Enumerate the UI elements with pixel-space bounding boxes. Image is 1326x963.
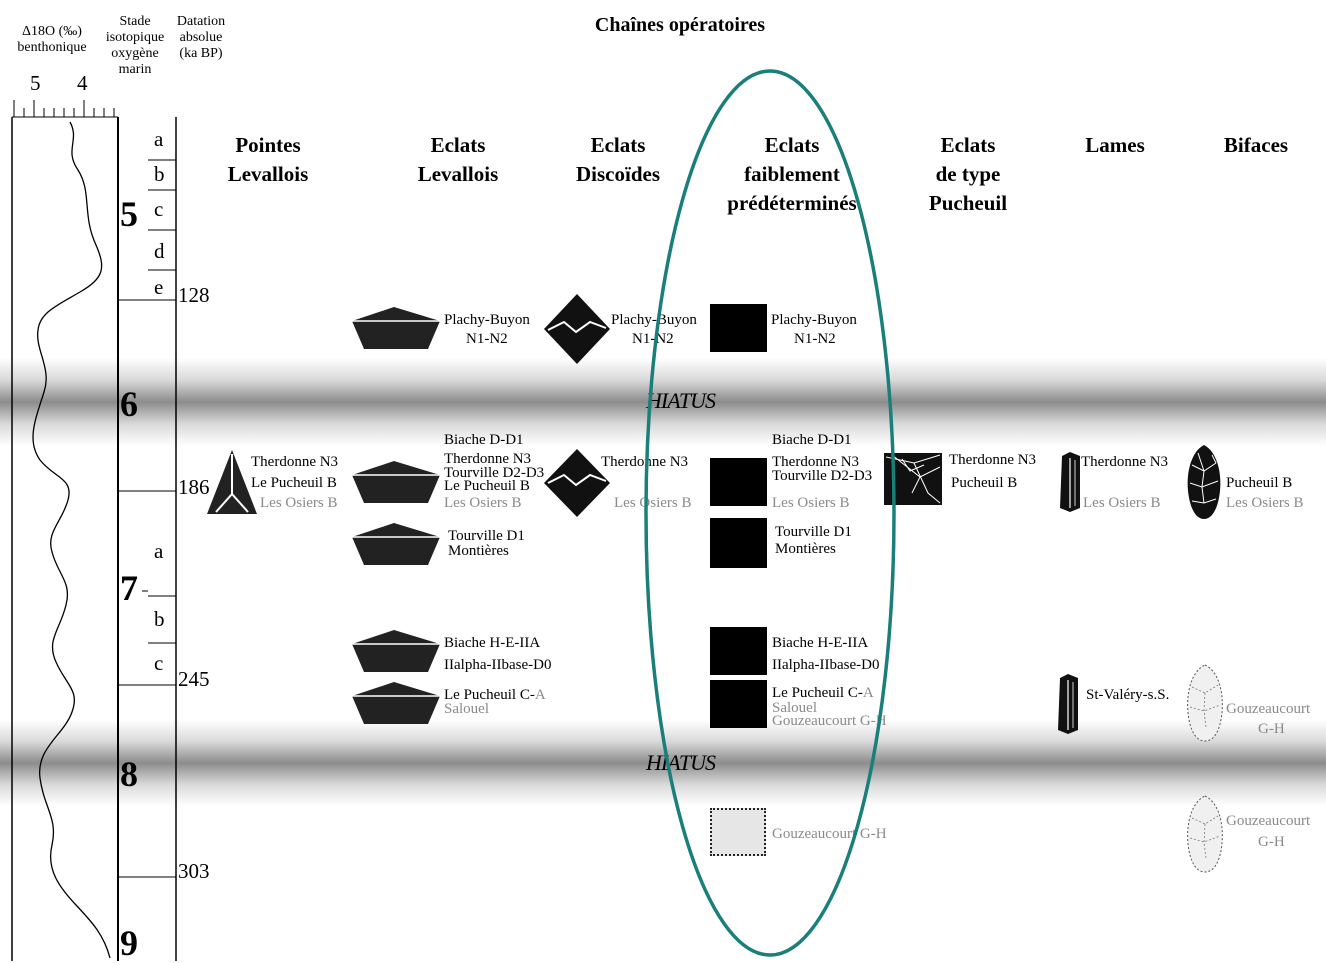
site-gouzeaucourt-faible-8: Gouzeaucourt G-H (772, 826, 887, 842)
site-salouel-levallois: Salouel (444, 701, 489, 717)
site-les-osiers-b-lames: Les Osiers B (1083, 495, 1161, 511)
scale-label-5: 5 (30, 71, 41, 95)
col-lames: Lames (1085, 133, 1145, 157)
levallois-flake-icon-plachy (352, 307, 440, 349)
site-biache-d-levallois: Biache D-D1 (444, 432, 524, 448)
site-tourville-d2d3-levallois: Tourville D2-D3 (444, 465, 545, 481)
scale-label-4: 4 (77, 71, 88, 95)
site-le-pucheuil-c-faible: Le Pucheuil C-A (772, 685, 874, 701)
substage-5b: b (154, 162, 165, 186)
substage-7a: a (154, 539, 164, 563)
site-plachy-levallois: Plachy-Buyon (444, 312, 530, 328)
substage-7c: c (154, 651, 164, 675)
site-plachy-discoide: Plachy-Buyon (611, 312, 697, 328)
isotope-stage-framework (11, 100, 177, 961)
stage-9: 9 (120, 923, 138, 963)
levallois-flake-icon-pucheuil-c (352, 682, 440, 724)
substage-5d: d (154, 239, 165, 263)
substage-5c: c (154, 197, 164, 221)
site-tourville-d1-levallois: Tourville D1 (448, 528, 525, 544)
site-ialpha-levallois: IIalpha-IIbase-D0 (444, 657, 552, 673)
site-gouzeaucourt-bifaces-7: Gouzeaucourt (1226, 701, 1311, 717)
site-n1n2-faible: N1-N2 (794, 331, 836, 347)
site-pucheuil-b-pucheuil: Pucheuil B (951, 475, 1018, 491)
substage-5a: a (154, 127, 164, 151)
site-biache-h-levallois: Biache H-E-IIA (444, 635, 541, 651)
biface-icon-gouzeaucourt-7 (1187, 664, 1223, 742)
delta-header: Δ18O (‰) benthonique (17, 24, 87, 55)
blade-icon-st-valery (1058, 674, 1078, 734)
hiatus-label-8: HIATUS (646, 750, 716, 775)
site-therdonne-pointes: Therdonne N3 (251, 454, 339, 470)
site-biache-d-faible: Biache D-D1 (772, 432, 852, 448)
site-le-pucheuil-c-levallois: Le Pucheuil C-A (444, 687, 546, 703)
levallois-flake-icon-biache (352, 461, 440, 503)
weakly-predetermined-square-tourville (710, 518, 767, 568)
age-186: 186 (178, 475, 210, 499)
site-st-valery-lames: St-Valéry-s.S. (1086, 687, 1170, 703)
site-therdonne-pucheuil: Therdonne N3 (949, 452, 1037, 468)
site-therdonne-discoide: Therdonne N3 (601, 454, 689, 470)
stade-header: Stade isotopique oxygène marin (105, 14, 165, 77)
site-therdonne-levallois: Therdonne N3 (444, 451, 532, 467)
site-n1n2-discoide: N1-N2 (632, 331, 674, 347)
levallois-flake-icon-biache-h (352, 630, 440, 672)
site-le-pucheuil-b-pointes: Le Pucheuil B (251, 475, 337, 491)
site-le-pucheuil-b-levallois: Le Pucheuil B (444, 478, 530, 494)
site-gouzeaucourt-faible-7: Gouzeaucourt G-H (772, 713, 887, 729)
site-tourville-d1-faible: Tourville D1 (775, 524, 852, 540)
stage-7: 7 (120, 568, 138, 608)
site-biache-h-faible: Biache H-E-IIA (772, 635, 869, 651)
age-245: 245 (178, 667, 210, 691)
pucheuil-flake-icon (884, 453, 942, 505)
stage-5: 5 (120, 194, 138, 234)
stage-6: 6 (120, 384, 138, 424)
substage-7b: b (154, 607, 165, 631)
col-bifaces: Bifaces (1223, 133, 1289, 157)
age-128: 128 (178, 283, 210, 307)
site-n1n2-levallois: N1-N2 (466, 331, 508, 347)
substage-5e: e (154, 275, 164, 299)
site-tourville-d2d3-faible: Tourville D2-D3 (772, 468, 873, 484)
site-plachy-faible: Plachy-Buyon (771, 312, 857, 328)
biface-icon-pucheuil (1187, 445, 1221, 519)
diagram-title: Chaînes opératoires (594, 14, 766, 36)
site-gouzeaucourt-bifaces-8: Gouzeaucourt (1226, 813, 1311, 829)
hiatus-label-6: HIATUS (646, 388, 716, 413)
stage-8: 8 (120, 754, 138, 794)
weakly-predetermined-square-biache (710, 458, 767, 506)
age-303: 303 (178, 859, 210, 883)
discoid-flake-icon-therdonne (544, 449, 610, 517)
weakly-predetermined-square-biache-h (710, 627, 767, 675)
biface-icon-gouzeaucourt-8 (1187, 795, 1223, 873)
weakly-predetermined-square-plachy (710, 304, 767, 352)
levallois-flake-icon-tourville (352, 523, 440, 565)
site-gh-bifaces-8: G-H (1258, 834, 1285, 850)
site-les-osiers-b-discoide: Les Osiers B (614, 495, 692, 511)
site-les-osiers-b-pointes: Les Osiers B (260, 495, 338, 511)
site-gh-bifaces-7: G-H (1258, 721, 1285, 737)
levallois-point-icon (207, 450, 257, 514)
datation-header: Datation absolue (ka BP) (176, 14, 226, 61)
site-les-osiers-b-levallois: Les Osiers B (444, 495, 522, 511)
discoid-flake-icon-plachy (544, 294, 610, 364)
site-pucheuil-b-bifaces: Pucheuil B (1226, 475, 1293, 491)
blade-icon-therdonne (1060, 452, 1080, 512)
weakly-predetermined-square-pucheuil-c (710, 680, 767, 728)
site-les-osiers-b-faible: Les Osiers B (772, 495, 850, 511)
site-les-osiers-b-bifaces: Les Osiers B (1226, 495, 1304, 511)
site-montieres-levallois: Montières (448, 543, 509, 559)
site-ialpha-faible: IIalpha-IIbase-D0 (772, 657, 880, 673)
weakly-predetermined-square-gouzeaucourt (710, 808, 766, 856)
site-therdonne-lames: Therdonne N3 (1081, 454, 1169, 470)
site-montieres-faible: Montières (775, 541, 836, 557)
